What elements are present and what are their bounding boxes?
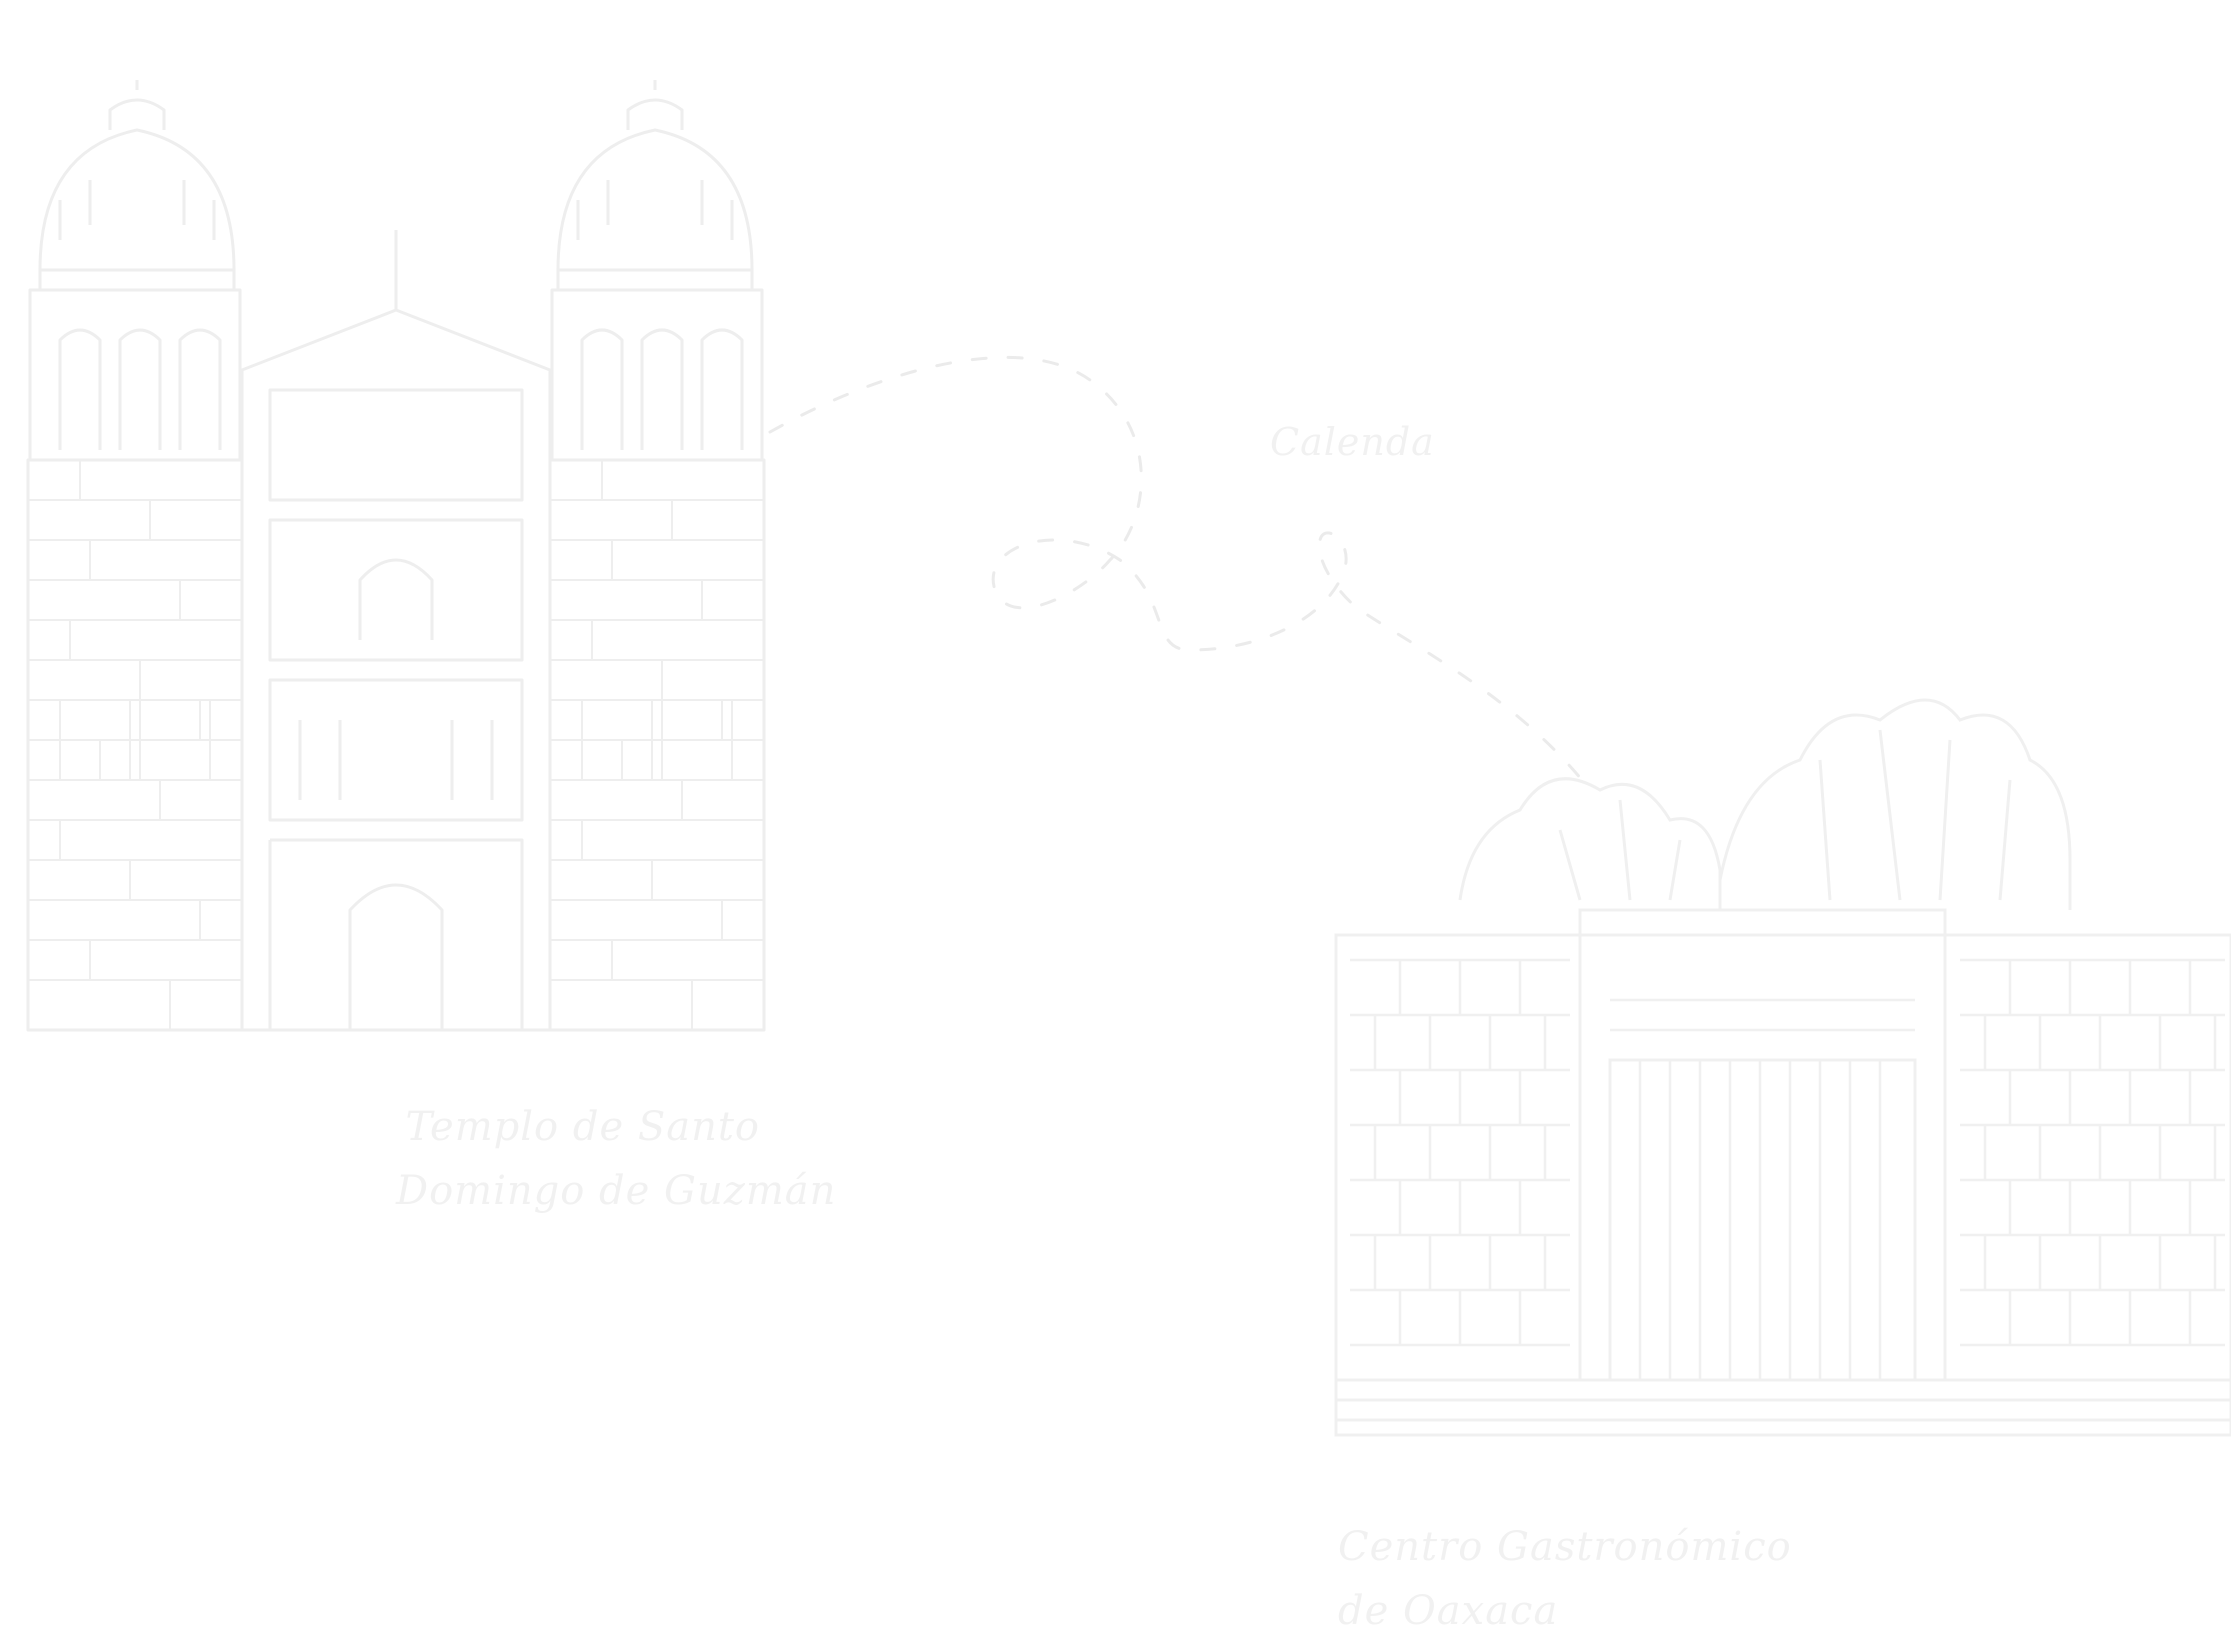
centro-label-line1: Centro Gastronómico: [1338, 1524, 1792, 1570]
temple-label-line1: Templo de Santo: [405, 1104, 760, 1150]
centro-label-line2: de Oaxaca: [1338, 1588, 1559, 1629]
calenda-label-text: Calenda: [1270, 420, 1435, 464]
dashed-route-path: [768, 355, 1592, 792]
temple-label-line2: Domingo de Guzmán: [396, 1168, 837, 1214]
centro-label: Centro Gastronómico de Oaxaca: [1338, 1515, 1792, 1629]
temple-label: Templo de Santo Domingo de Guzmán: [396, 1095, 837, 1223]
church-illustration: [26, 80, 766, 1032]
calenda-label: Calenda: [1270, 410, 1435, 474]
gastronomic-center-building-illustration: [1334, 698, 2231, 1437]
